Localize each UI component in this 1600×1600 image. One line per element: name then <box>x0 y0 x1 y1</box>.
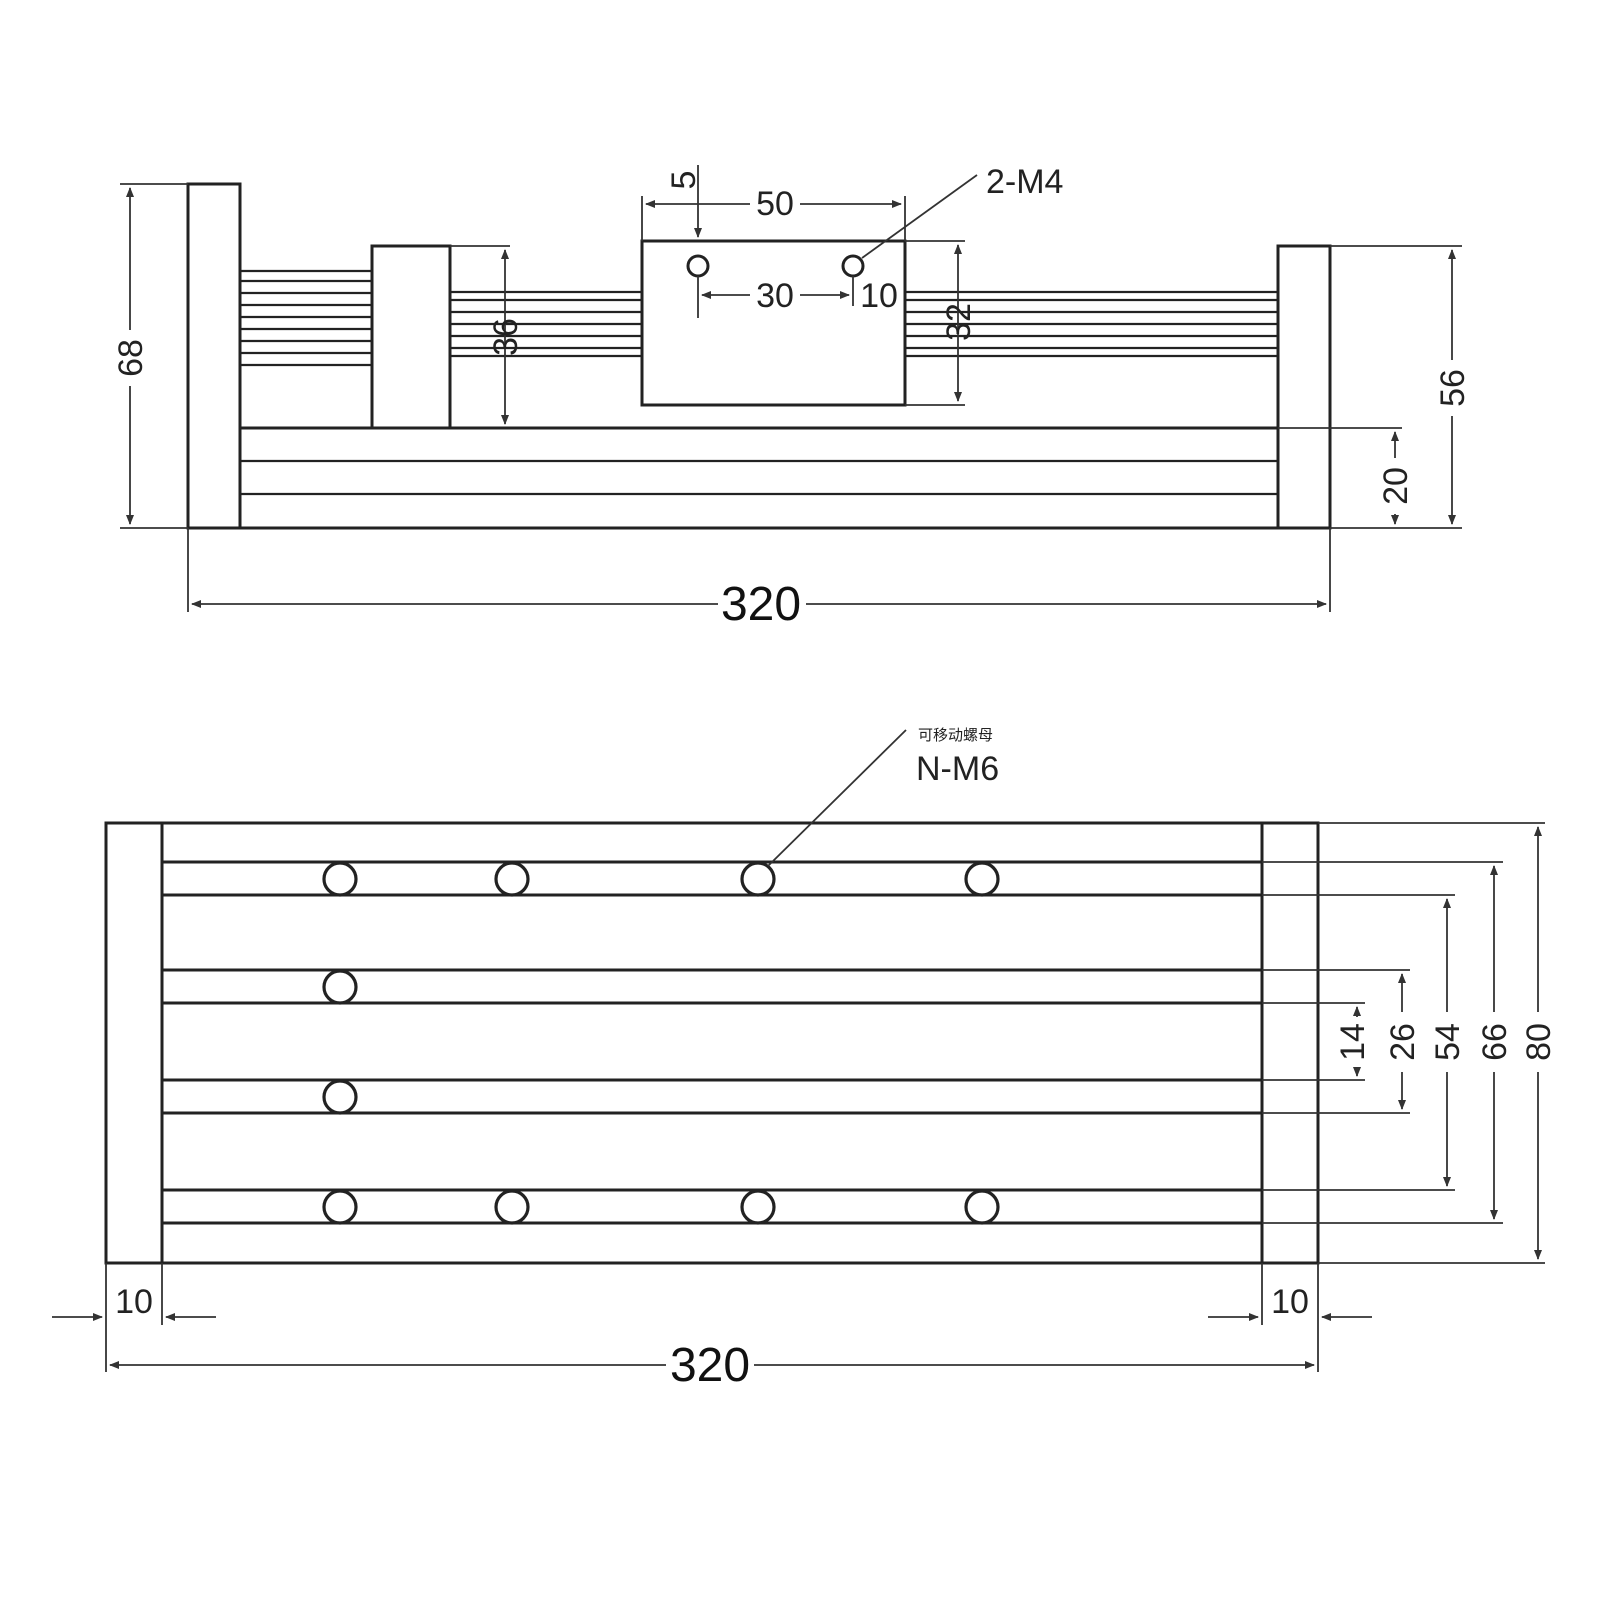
dim-label-10-front: 10 <box>860 277 898 315</box>
dim-label-14: 14 <box>1334 1023 1372 1061</box>
top-view: 可移动螺母 N-M6 14 26 54 66 80 <box>52 727 1558 1392</box>
dim-label-30: 30 <box>756 277 794 315</box>
dim-label-320-top: 320 <box>670 1339 750 1392</box>
left-end-plate <box>186 182 242 530</box>
dim-label-5: 5 <box>665 171 703 190</box>
callout-label-n-m6: N-M6 <box>916 750 999 788</box>
dim-label-26: 26 <box>1384 1023 1422 1061</box>
base-profile <box>236 426 1280 530</box>
nut-hole-icon <box>322 1189 358 1225</box>
callout-leader-2-m4 <box>861 174 978 259</box>
nut-hole-icon <box>494 861 530 897</box>
callout-label-2-m4: 2-M4 <box>986 163 1063 201</box>
nut-hole-icon <box>322 969 358 1005</box>
mounting-block <box>640 239 907 407</box>
m4-hole-icon <box>841 254 865 278</box>
dim-label-10-right: 10 <box>1271 1283 1309 1321</box>
nut-hole-icon <box>964 861 1000 897</box>
dim-label-50: 50 <box>756 185 794 223</box>
right-end-cap <box>1260 821 1320 1265</box>
right-end-plate <box>1276 244 1332 530</box>
front-view: 68 36 32 56 20 320 50 5 <box>112 163 1472 631</box>
left-end-cap <box>104 821 164 1265</box>
nut-hole-icon <box>322 1079 358 1115</box>
rod-left <box>238 269 372 367</box>
dim-label-68: 68 <box>112 339 150 377</box>
dim-label-54: 54 <box>1429 1023 1467 1061</box>
nut-hole-icon <box>322 861 358 897</box>
nut-hole-icon <box>740 1189 776 1225</box>
m4-hole-icon <box>686 254 710 278</box>
nut-hole-icon <box>964 1189 1000 1225</box>
rod-middle <box>450 290 642 358</box>
callout-leader-n-m6 <box>767 729 907 867</box>
dim-label-32: 32 <box>940 303 978 341</box>
callout-label-cn: 可移动螺母 <box>918 727 993 744</box>
dim-label-320-front: 320 <box>721 578 801 631</box>
dim-label-10-left: 10 <box>115 1283 153 1321</box>
slider-block <box>370 244 452 430</box>
dim-label-56: 56 <box>1434 369 1472 407</box>
dim-label-80: 80 <box>1520 1023 1558 1061</box>
dim-label-66: 66 <box>1476 1023 1514 1061</box>
rod-right <box>905 290 1278 358</box>
dim-label-36: 36 <box>487 318 525 356</box>
dim-label-20: 20 <box>1377 467 1415 505</box>
nut-hole-icon <box>740 861 776 897</box>
nut-hole-icon <box>494 1189 530 1225</box>
